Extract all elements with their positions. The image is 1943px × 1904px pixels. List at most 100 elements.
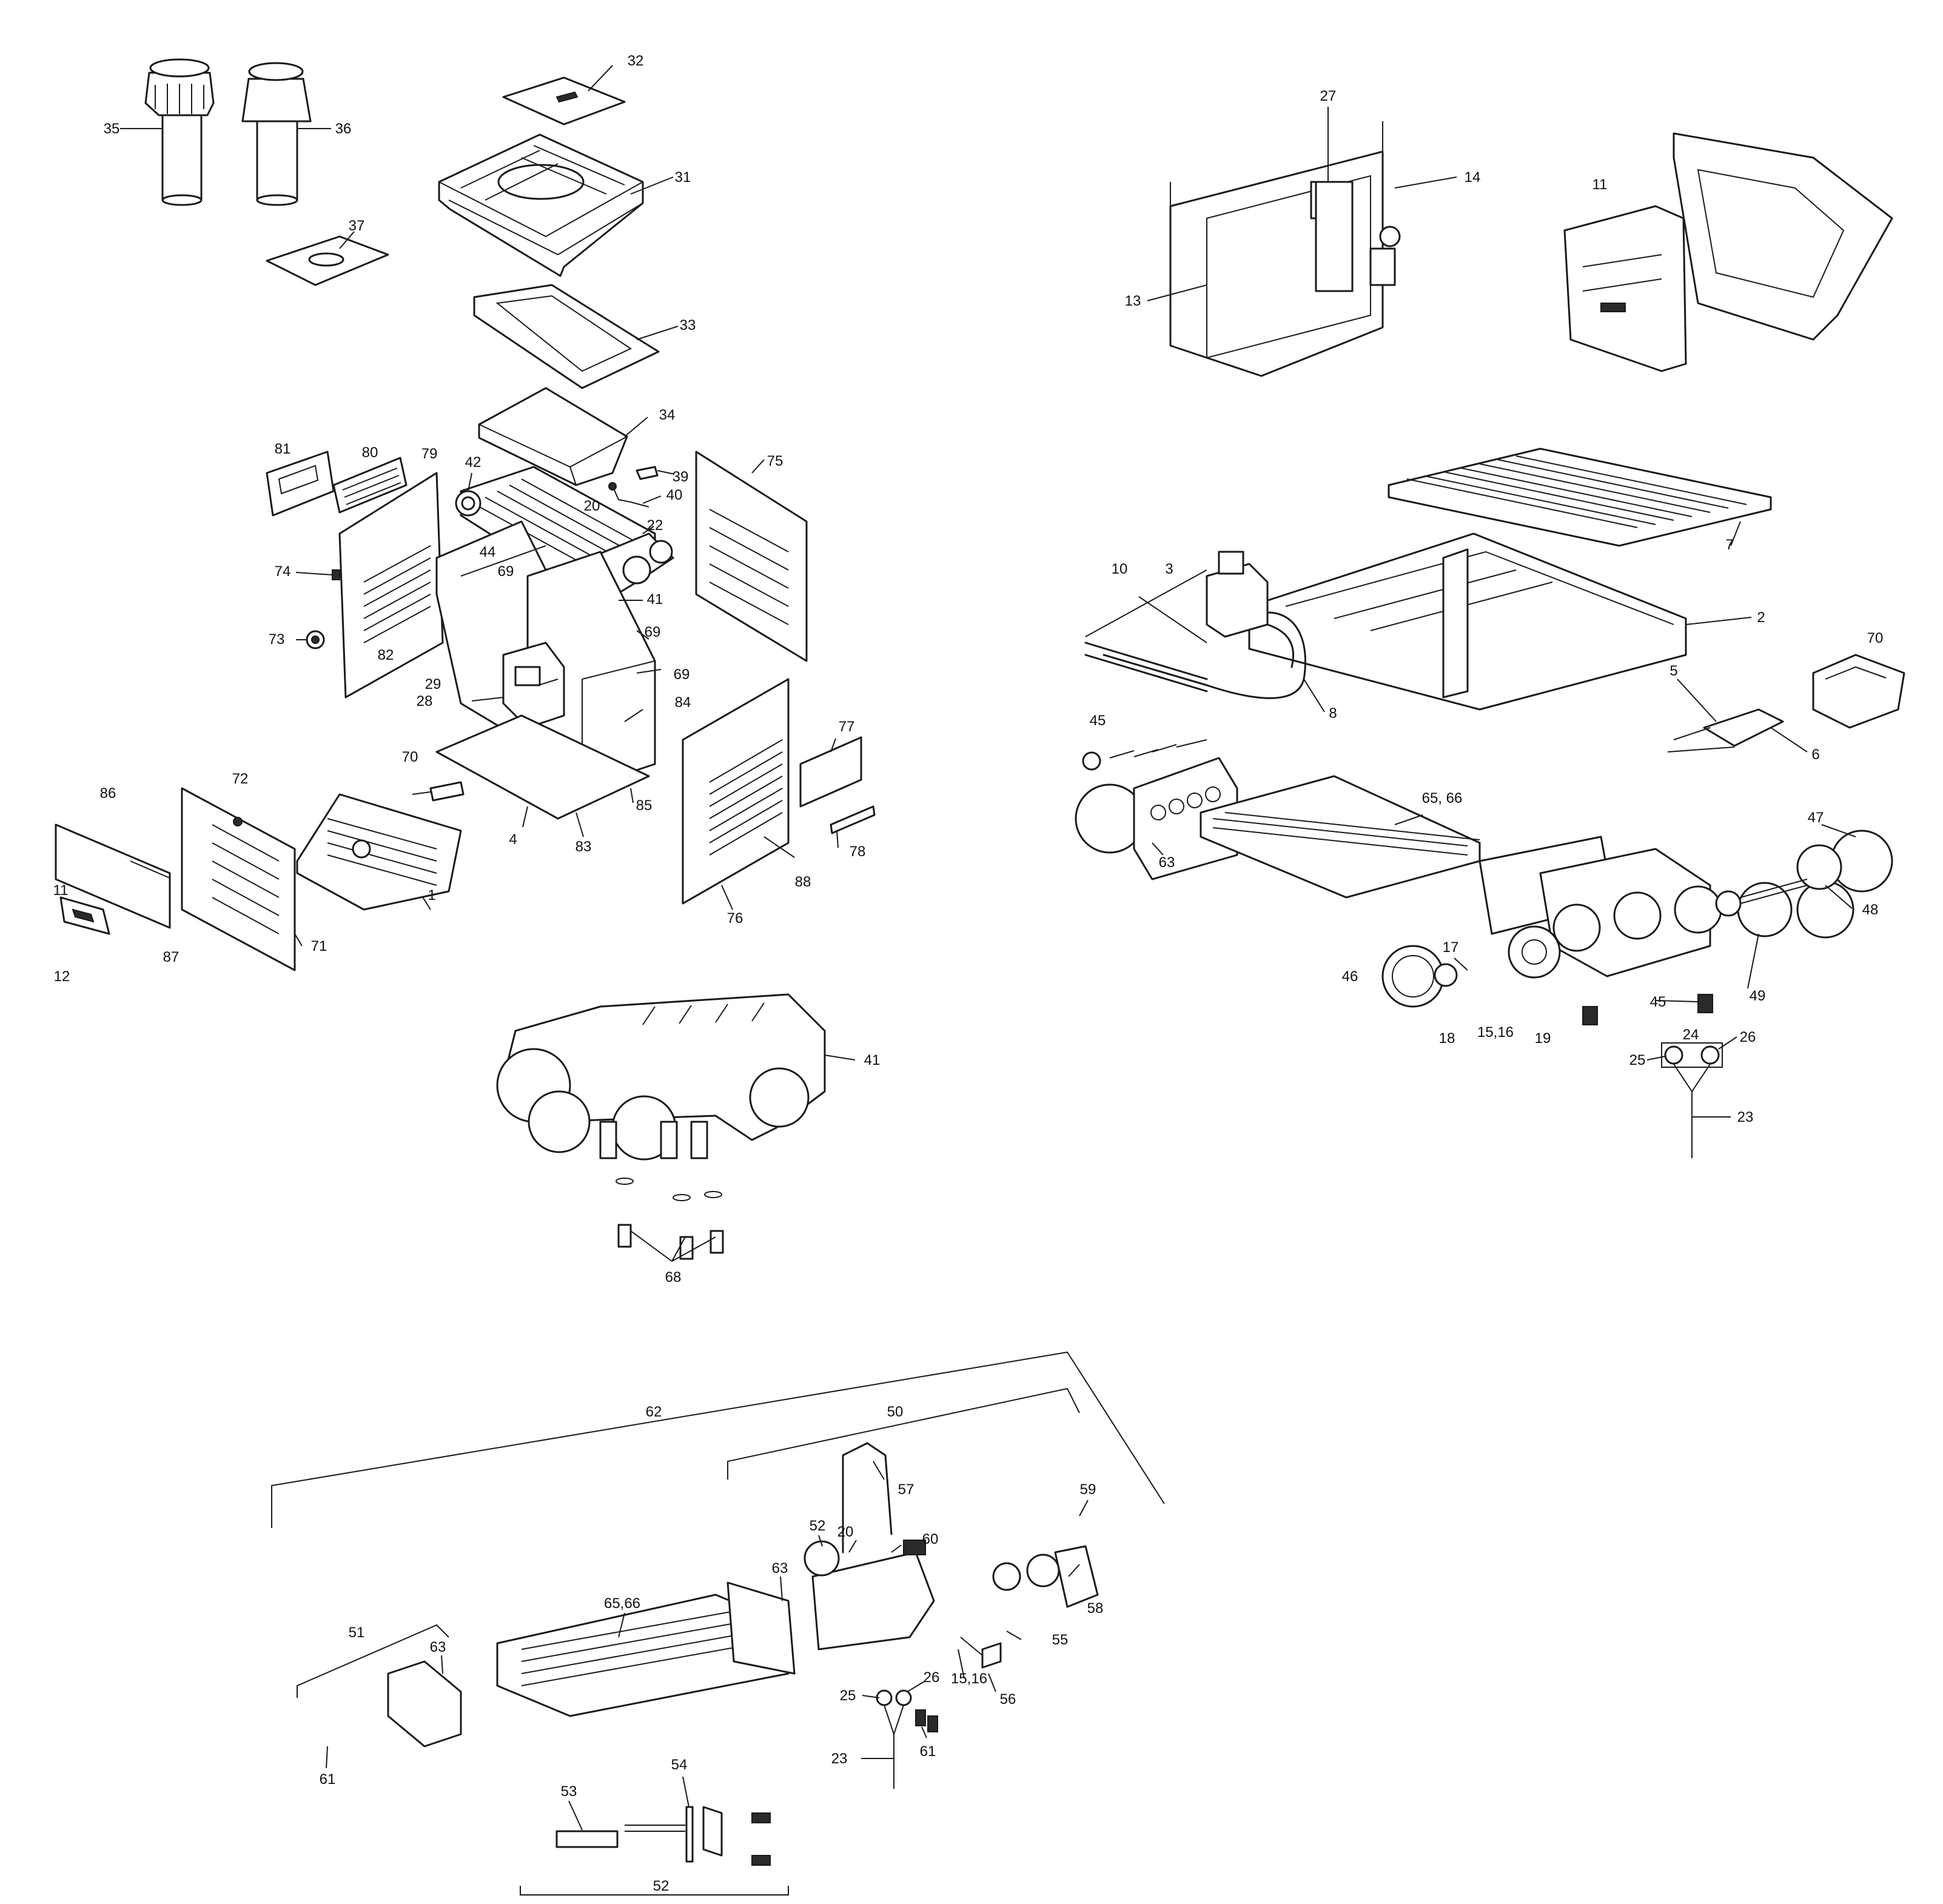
callout-22: 22	[647, 517, 663, 534]
callout-45-bottom: 45	[1650, 994, 1666, 1010]
callout-26-bottom: 26	[924, 1669, 940, 1686]
callout-65-66-bottom: 65,66	[604, 1595, 640, 1612]
callout-41-bottom: 41	[864, 1052, 881, 1068]
header-manifold-41	[496, 993, 826, 1161]
callout-3: 3	[1165, 561, 1173, 577]
gasket-37	[266, 235, 389, 286]
callout-51: 51	[349, 1624, 365, 1641]
callout-15-16-bottom: 15,16	[951, 1671, 987, 1687]
callout-78: 78	[850, 843, 866, 860]
callout-7: 7	[1725, 537, 1733, 553]
burner-tray-2	[1248, 532, 1687, 711]
panel-80	[332, 457, 408, 514]
flue-hood-34	[478, 387, 628, 486]
callout-17: 17	[1443, 939, 1459, 956]
callout-79: 79	[421, 446, 438, 462]
bypass-52	[555, 1806, 771, 1866]
gas-valve-3	[1206, 551, 1269, 638]
callout-80: 80	[362, 444, 378, 461]
callout-72: 72	[232, 771, 249, 787]
callout-10: 10	[1112, 561, 1128, 577]
bracket-51	[297, 1624, 449, 1698]
callout-74: 74	[275, 563, 291, 580]
callout-34: 34	[659, 407, 676, 423]
vent-cap-36	[241, 62, 312, 206]
bracket-62	[271, 1351, 1165, 1528]
orifice-rod-10	[1084, 569, 1208, 692]
flanges-58	[992, 1545, 1099, 1608]
callout-5: 5	[1670, 663, 1677, 679]
callout-48: 48	[1862, 902, 1879, 918]
callout-32: 32	[628, 53, 644, 69]
callout-69-b: 69	[645, 624, 661, 640]
callout-35: 35	[104, 121, 120, 137]
leader-lines	[120, 65, 1856, 1831]
callout-20-bottom: 20	[837, 1524, 854, 1540]
top-plate-32	[502, 76, 626, 126]
callout-40: 40	[666, 487, 683, 503]
callout-73: 73	[269, 631, 285, 648]
callout-61-right: 61	[920, 1743, 936, 1760]
callout-44: 44	[480, 544, 496, 560]
callout-47: 47	[1808, 810, 1824, 826]
harness-23-right	[1661, 1042, 1723, 1158]
bracket-52	[520, 1886, 789, 1896]
callout-28: 28	[417, 693, 433, 709]
header-body-49	[1539, 848, 1854, 977]
top-cover-31	[438, 133, 644, 277]
callout-37: 37	[349, 218, 365, 234]
callout-70-left: 70	[402, 749, 418, 765]
callout-8: 8	[1329, 705, 1337, 722]
callout-26-right: 26	[1740, 1029, 1756, 1045]
callout-61-left: 61	[320, 1771, 336, 1788]
fittings-45b	[1582, 994, 1713, 1025]
callout-56: 56	[1000, 1691, 1016, 1708]
callout-57: 57	[898, 1481, 914, 1498]
bezel-frame	[1673, 132, 1893, 341]
plate-56	[960, 1637, 1002, 1669]
control-pad-11-left	[59, 896, 110, 935]
callout-41-top: 41	[647, 591, 663, 608]
callout-70-right: 70	[1867, 630, 1884, 646]
drain-plugs-68	[616, 1178, 724, 1260]
callout-77: 77	[839, 719, 855, 735]
callout-83: 83	[576, 839, 592, 855]
callout-11-right: 11	[1592, 176, 1608, 193]
callout-86: 86	[100, 785, 116, 802]
callout-50: 50	[887, 1404, 904, 1420]
callout-81: 81	[275, 441, 291, 457]
callout-84: 84	[675, 694, 691, 711]
callout-53: 53	[561, 1783, 577, 1800]
end-cap-47	[1715, 830, 1893, 917]
callout-49: 49	[1750, 988, 1766, 1004]
burner-tray-83	[435, 714, 650, 820]
callout-76: 76	[727, 910, 743, 927]
heat-exchanger-tubes-7	[1388, 448, 1772, 547]
callout-52-bottom: 52	[653, 1878, 669, 1894]
side-panel-79	[338, 472, 444, 699]
header-flange-51	[387, 1660, 462, 1748]
callout-69-c: 69	[674, 666, 690, 683]
callout-42: 42	[465, 454, 482, 471]
callout-23-bottom: 23	[831, 1751, 848, 1767]
callout-58: 58	[1087, 1600, 1104, 1617]
callout-18: 18	[1439, 1030, 1455, 1047]
callout-85: 85	[636, 797, 653, 814]
callout-82: 82	[378, 647, 394, 663]
callout-36: 36	[335, 121, 352, 137]
callout-13: 13	[1125, 293, 1141, 309]
callout-54: 54	[671, 1757, 688, 1773]
end-cap-46	[1381, 945, 1445, 1008]
side-panel-76	[682, 678, 790, 905]
callout-69-a: 69	[498, 563, 514, 580]
callout-52-top: 52	[810, 1518, 826, 1534]
bracket-70-right	[1812, 654, 1905, 729]
manifold-pipe-8	[1102, 611, 1306, 699]
valve-19	[1508, 925, 1561, 979]
harness-23-bottom	[876, 1689, 938, 1789]
callout-4: 4	[509, 831, 517, 848]
callout-12: 12	[54, 968, 70, 985]
callout-6: 6	[1811, 746, 1819, 763]
igniter-5	[1667, 708, 1784, 753]
callout-63-left: 63	[430, 1639, 446, 1655]
